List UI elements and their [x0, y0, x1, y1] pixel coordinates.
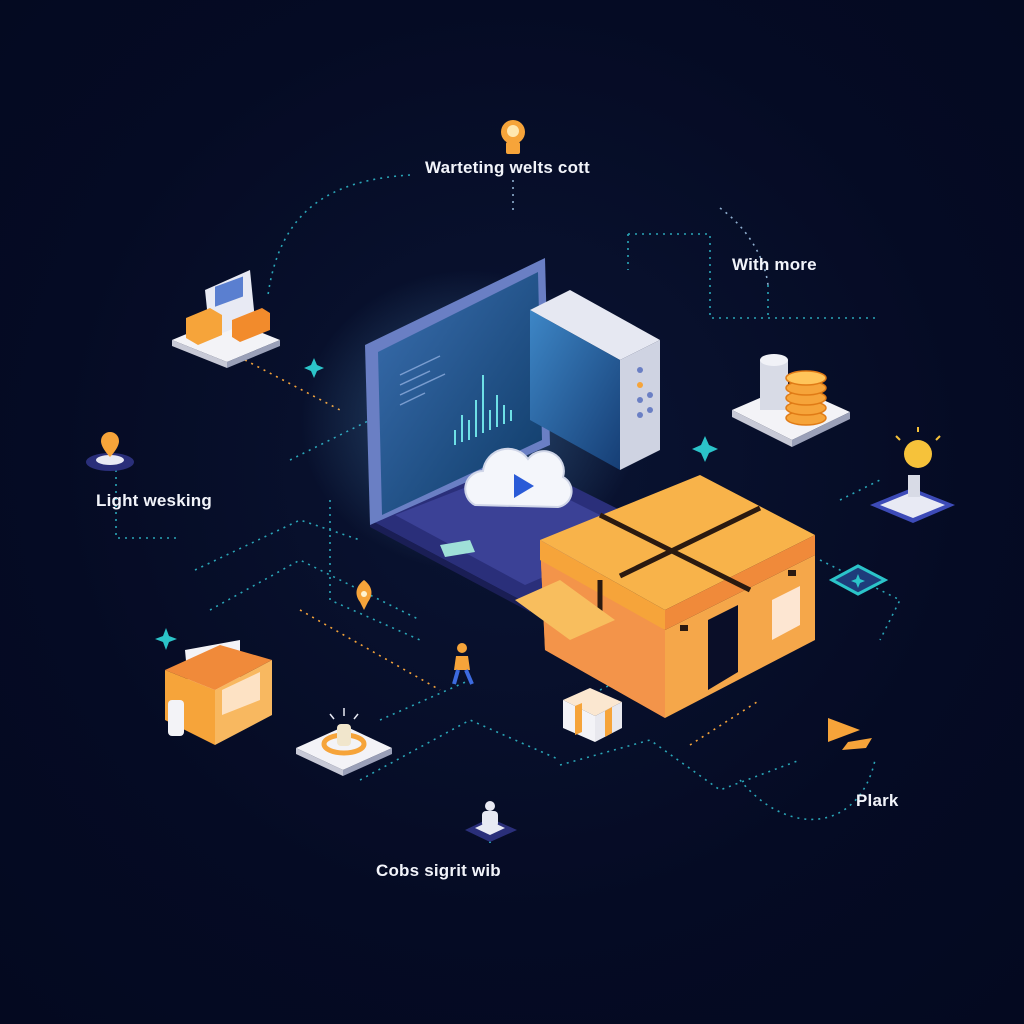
label-right-top: With more [732, 255, 817, 274]
box-icon [515, 475, 815, 718]
file-box-icon [165, 640, 272, 745]
lightbulb-icon [870, 427, 955, 523]
location-pin-icon [356, 580, 372, 610]
lightbulb-icon [501, 120, 525, 154]
flag-icon [828, 718, 872, 750]
gift-box-icon [563, 688, 622, 742]
cloud-play-icon[interactable] [464, 447, 573, 509]
lightbulb-icon [296, 708, 392, 776]
person-icon [465, 801, 517, 842]
location-pin-icon [86, 432, 134, 471]
document-stack-icon [172, 270, 280, 368]
database-coins-icon [732, 354, 850, 447]
label-left: Light wesking [96, 491, 212, 510]
person-icon [452, 643, 474, 685]
label-right-bottom: Plark [856, 791, 899, 810]
label-top: Warteting welts cott [425, 158, 590, 177]
sparkle-icon[interactable] [828, 564, 889, 596]
server-icon [530, 290, 660, 470]
label-bottom: Cobs sigrit wib [376, 861, 501, 880]
